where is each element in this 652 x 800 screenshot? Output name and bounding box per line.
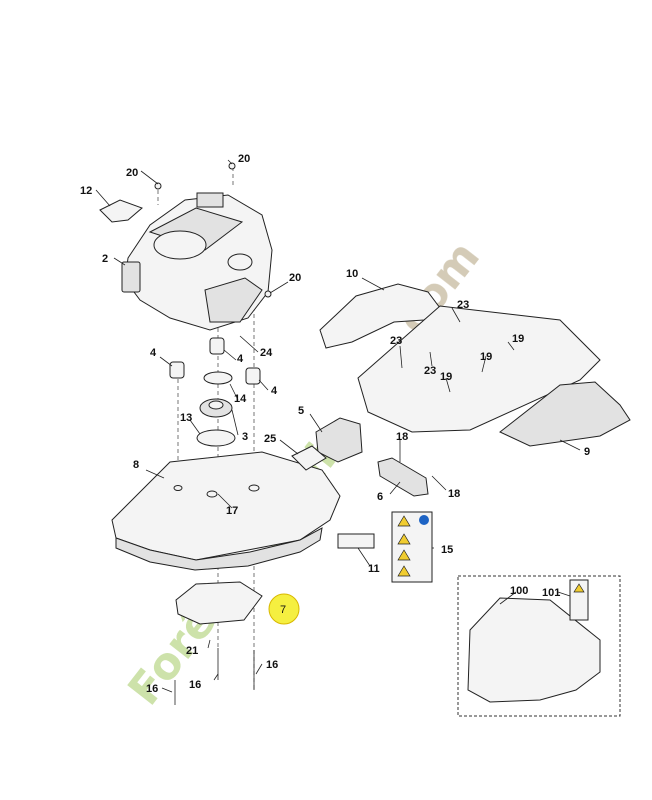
bracket-part-6 xyxy=(377,457,429,497)
callout-19c: 19 xyxy=(440,371,452,383)
inset-box xyxy=(457,575,621,717)
callout-20b: 20 xyxy=(238,153,250,165)
callout-10: 10 xyxy=(346,268,358,280)
spacers-part-4 xyxy=(169,337,261,385)
screws-20 xyxy=(154,162,272,298)
engine-part-2 xyxy=(121,192,273,331)
callout-21: 21 xyxy=(186,645,198,657)
callout-4b: 4 xyxy=(237,353,244,365)
callout-2: 2 xyxy=(102,253,108,265)
label-part-25 xyxy=(291,445,327,471)
gasket-part-12 xyxy=(99,199,143,223)
callout-12: 12 xyxy=(80,185,92,197)
callout-4c: 4 xyxy=(271,385,278,397)
callout-3: 3 xyxy=(242,431,248,443)
callout-19a: 19 xyxy=(512,333,524,345)
callout-16b: 16 xyxy=(189,679,201,691)
callout-6: 6 xyxy=(377,491,383,503)
label-part-11 xyxy=(337,533,375,549)
callout-18a: 18 xyxy=(396,431,408,443)
callout-9: 9 xyxy=(584,446,590,458)
warning-label-part-15 xyxy=(391,511,433,583)
callout-18b: 18 xyxy=(448,488,460,500)
callouts: 20 20 12 2 20 24 4 4 14 4 13 3 8 17 10 2… xyxy=(80,153,590,695)
callout-23b: 23 xyxy=(390,335,402,347)
callout-7: 7 xyxy=(280,604,286,616)
deck-part-9 xyxy=(357,305,631,447)
deck-part-8 xyxy=(111,451,341,571)
callout-17: 17 xyxy=(226,505,238,517)
callout-14: 14 xyxy=(234,393,247,405)
callout-4a: 4 xyxy=(150,347,157,359)
callout-101: 101 xyxy=(542,587,560,599)
callout-23a: 23 xyxy=(457,299,469,311)
callout-5: 5 xyxy=(298,405,304,417)
callout-13: 13 xyxy=(180,412,192,424)
callout-16c: 16 xyxy=(146,683,158,695)
frame-part-7 xyxy=(175,581,263,625)
callout-25: 25 xyxy=(264,433,276,445)
callout-20a: 20 xyxy=(126,167,138,179)
seal-inner xyxy=(208,400,224,410)
ring-part-14 xyxy=(203,371,233,385)
callout-19b: 19 xyxy=(480,351,492,363)
callout-23c: 23 xyxy=(424,365,436,377)
callout-15: 15 xyxy=(441,544,453,556)
ring-part-13 xyxy=(196,429,236,447)
highlight-callout-7 xyxy=(268,593,300,625)
leader-lines xyxy=(95,159,581,693)
callout-100: 100 xyxy=(510,585,528,597)
callout-16a: 16 xyxy=(266,659,278,671)
callout-24: 24 xyxy=(260,347,273,359)
callout-8: 8 xyxy=(133,459,139,471)
callout-11: 11 xyxy=(368,563,380,575)
callout-20c: 20 xyxy=(289,272,301,284)
